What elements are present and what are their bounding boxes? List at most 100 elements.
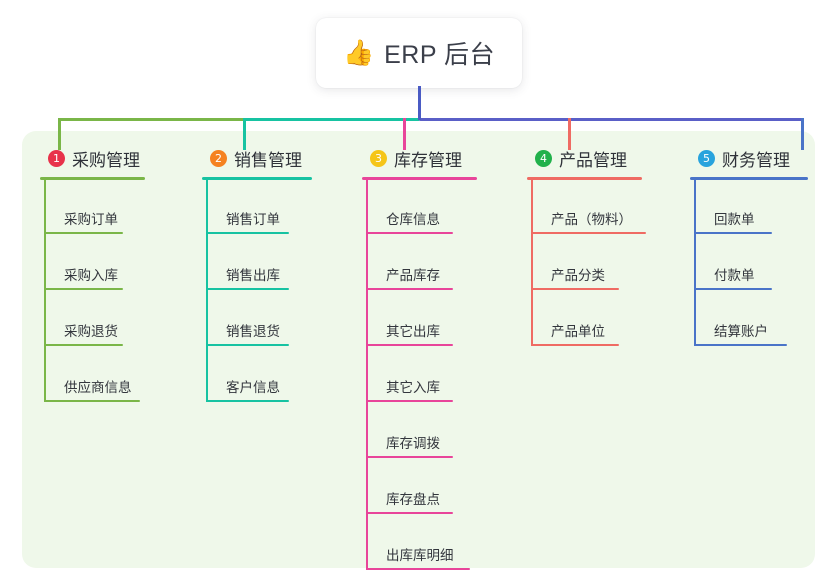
- leaf-item[interactable]: 出库库明细: [362, 516, 477, 572]
- leaf-underline: [694, 232, 772, 234]
- branch-underline-1: [40, 177, 145, 180]
- leaf-underline: [206, 400, 289, 402]
- drop-5: [801, 118, 804, 150]
- leaf-underline: [206, 288, 289, 290]
- leaf-underline: [531, 288, 619, 290]
- leaf-label: 其它入库: [386, 380, 440, 395]
- leaf-item[interactable]: 仓库信息: [362, 180, 477, 236]
- leaf-label: 仓库信息: [386, 212, 440, 227]
- leaf-underline: [206, 232, 289, 234]
- leaf-underline: [44, 400, 140, 402]
- leaf-underline: [531, 232, 646, 234]
- leaf-list-2: 销售订单销售出库销售退货客户信息: [202, 180, 312, 404]
- branch-badge-1: 1: [48, 149, 65, 167]
- drop-3: [403, 118, 406, 150]
- branch-badge-5: 5: [698, 149, 715, 167]
- leaf-label: 供应商信息: [64, 380, 132, 395]
- leaf-label: 其它出库: [386, 324, 440, 339]
- branch-badge-3: 3: [370, 149, 387, 167]
- leaf-item[interactable]: 回款单: [690, 180, 808, 236]
- leaf-label: 产品库存: [386, 268, 440, 283]
- leaf-spine-3: [366, 180, 368, 570]
- leaf-item[interactable]: 库存调拨: [362, 404, 477, 460]
- branch-header-5[interactable]: 5 财务管理: [690, 146, 808, 170]
- leaf-item[interactable]: 产品（物料）: [527, 180, 646, 236]
- leaf-item[interactable]: 结算账户: [690, 292, 808, 348]
- leaf-label: 回款单: [714, 212, 755, 227]
- leaf-list-1: 采购订单采购入库采购退货供应商信息: [40, 180, 145, 404]
- leaf-item[interactable]: 采购退货: [40, 292, 145, 348]
- leaf-label: 产品分类: [551, 268, 605, 283]
- branch-title-4: 产品管理: [559, 150, 627, 170]
- leaf-item[interactable]: 销售出库: [202, 236, 312, 292]
- leaf-item[interactable]: 客户信息: [202, 348, 312, 404]
- leaf-label: 付款单: [714, 268, 755, 283]
- leaf-underline: [366, 400, 453, 402]
- leaf-label: 销售订单: [226, 212, 280, 227]
- branch-title-2: 销售管理: [234, 150, 302, 170]
- branches-panel: [22, 131, 815, 568]
- leaf-item[interactable]: 产品单位: [527, 292, 642, 348]
- leaf-underline: [366, 344, 453, 346]
- leaf-label: 采购入库: [64, 268, 118, 283]
- leaf-spine-1: [44, 180, 46, 402]
- branch-column-3[interactable]: 3 库存管理仓库信息产品库存其它出库其它入库库存调拨库存盘点出库库明细: [362, 146, 477, 572]
- thumbs-up-icon: 👍: [342, 38, 375, 67]
- leaf-list-3: 仓库信息产品库存其它出库其它入库库存调拨库存盘点出库库明细: [362, 180, 477, 572]
- leaf-item[interactable]: 其它出库: [362, 292, 477, 348]
- leaf-item[interactable]: 销售退货: [202, 292, 312, 348]
- branch-underline-3: [362, 177, 477, 180]
- leaf-list-4: 产品（物料） 产品分类产品单位: [527, 180, 646, 348]
- leaf-underline: [694, 288, 772, 290]
- leaf-label: 产品单位: [551, 324, 605, 339]
- branch-header-2[interactable]: 2 销售管理: [202, 146, 312, 170]
- leaf-underline: [44, 232, 123, 234]
- leaf-label: 产品（物料）: [551, 212, 632, 227]
- branch-header-3[interactable]: 3 库存管理: [362, 146, 477, 170]
- leaf-spine-4: [531, 180, 533, 346]
- branch-header-4[interactable]: 4 产品管理: [527, 146, 642, 170]
- leaf-underline: [366, 456, 453, 458]
- leaf-underline: [366, 568, 470, 570]
- leaf-list-5: 回款单付款单结算账户: [690, 180, 808, 348]
- leaf-spine-2: [206, 180, 208, 402]
- root-title: ERP 后台: [384, 41, 496, 69]
- leaf-underline: [206, 344, 289, 346]
- drop-1: [58, 118, 61, 150]
- leaf-item[interactable]: 库存盘点: [362, 460, 477, 516]
- drop-2: [243, 118, 246, 150]
- branch-badge-4: 4: [535, 149, 552, 167]
- branch-underline-5: [690, 177, 808, 180]
- root-node[interactable]: 👍 ERP 后台: [316, 18, 522, 88]
- leaf-item[interactable]: 产品分类: [527, 236, 642, 292]
- leaf-underline: [366, 512, 453, 514]
- branch-bar-green: [58, 118, 403, 121]
- branch-column-5[interactable]: 5 财务管理回款单付款单结算账户: [690, 146, 808, 348]
- leaf-label: 库存盘点: [386, 492, 440, 507]
- leaf-item[interactable]: 采购订单: [40, 180, 145, 236]
- leaf-underline: [366, 288, 453, 290]
- leaf-label: 结算账户: [714, 324, 768, 339]
- leaf-item[interactable]: 销售订单: [202, 180, 312, 236]
- leaf-label: 库存调拨: [386, 436, 440, 451]
- leaf-spine-5: [694, 180, 696, 346]
- branch-badge-2: 2: [210, 149, 227, 167]
- branch-bar-blue: [419, 118, 803, 121]
- leaf-underline: [44, 344, 123, 346]
- leaf-item[interactable]: 产品库存: [362, 236, 477, 292]
- leaf-item[interactable]: 付款单: [690, 236, 808, 292]
- branch-underline-2: [202, 177, 312, 180]
- leaf-label: 销售出库: [226, 268, 280, 283]
- leaf-underline: [531, 344, 619, 346]
- leaf-item[interactable]: 供应商信息: [40, 348, 145, 404]
- leaf-item[interactable]: 其它入库: [362, 348, 477, 404]
- branch-column-4[interactable]: 4 产品管理产品（物料） 产品分类产品单位: [527, 146, 646, 348]
- leaf-label: 采购订单: [64, 212, 118, 227]
- branch-column-2[interactable]: 2 销售管理销售订单销售出库销售退货客户信息: [202, 146, 312, 404]
- leaf-item[interactable]: 采购入库: [40, 236, 145, 292]
- branch-title-5: 财务管理: [722, 150, 790, 170]
- branch-title-3: 库存管理: [394, 150, 462, 170]
